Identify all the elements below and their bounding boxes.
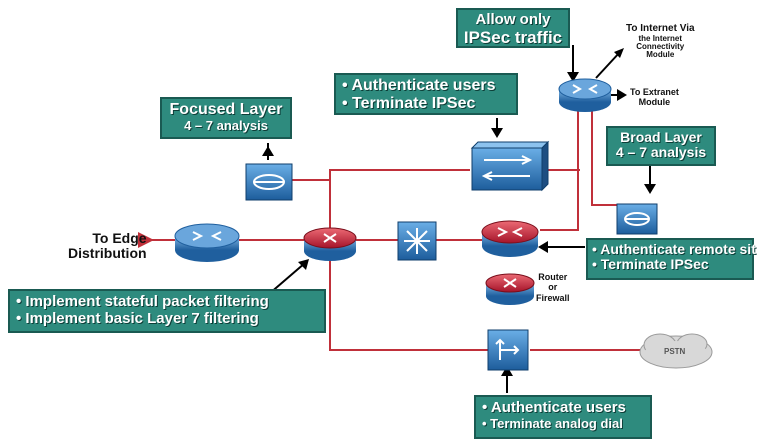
callout-dial-line1: • Authenticate users <box>482 399 626 416</box>
label-router-line3: Firewall <box>536 292 570 303</box>
label-router-or-firewall: Router or Firewall <box>536 272 570 303</box>
callout-packet-filtering: • Implement stateful packet filtering • … <box>8 289 326 333</box>
label-edge-line1: To Edge <box>92 230 147 246</box>
label-router-line1: Router <box>538 272 568 282</box>
callout-auth-vpn-line1: • Authenticate users <box>342 77 496 94</box>
edge-router-icon <box>174 223 240 262</box>
vpn-concentrator-icon <box>470 140 550 192</box>
callout-focused-layer: Focused Layer 4 – 7 analysis <box>160 97 292 139</box>
callout-remote-line2: • Terminate IPSec <box>592 256 709 273</box>
router-or-firewall-icon <box>485 273 535 305</box>
callout-focused-layer-line1: Focused Layer <box>169 101 283 118</box>
callout-arrows <box>261 45 656 393</box>
callout-filtering-line1: • Implement stateful packet filtering <box>16 293 269 310</box>
callout-allow-ipsec-line1: Allow only <box>475 11 551 28</box>
label-extranet-line1: To Extranet <box>630 87 679 97</box>
callout-broad-layer-line1: Broad Layer <box>620 129 702 145</box>
label-to-internet: To Internet Via the Internet Connectivit… <box>626 23 695 60</box>
layer3-switch-icon <box>397 221 437 261</box>
callout-allow-ipsec: Allow only IPSec traffic <box>456 8 570 48</box>
firewall-router-icon <box>303 227 357 261</box>
callout-analog-dial: • Authenticate users • Terminate analog … <box>474 395 652 439</box>
label-to-edge-distribution: To Edge Distribution <box>68 231 147 260</box>
callout-authenticate-remote-sites: • Authenticate remote sites • Terminate … <box>586 238 757 280</box>
label-internet-line2: the Internet <box>638 33 683 43</box>
label-edge-line2: Distribution <box>68 244 147 261</box>
label-to-extranet: To Extranet Module <box>630 87 679 108</box>
remote-router-icon <box>481 220 539 257</box>
label-extranet-line2: Module <box>638 96 671 107</box>
label-internet-line3: Connectivity <box>636 41 685 51</box>
callout-allow-ipsec-line2: IPSec traffic <box>463 27 563 47</box>
label-pstn: PSTN <box>664 347 686 356</box>
callout-filtering-line2: • Implement basic Layer 7 filtering <box>16 309 259 327</box>
callout-authenticate-terminate-ipsec: • Authenticate users • Terminate IPSec <box>334 73 518 115</box>
label-router-line2: or <box>548 282 558 293</box>
pstn-cloud-icon <box>639 333 713 369</box>
ids-sensor-focused-icon <box>245 163 293 201</box>
label-internet-line4: Module <box>646 50 675 60</box>
callout-broad-layer-line2: 4 – 7 analysis <box>615 144 707 161</box>
callout-dial-line2: • Terminate analog dial <box>482 415 623 431</box>
label-internet-line1: To Internet Via <box>626 23 695 34</box>
arrow-internet <box>595 51 621 79</box>
callout-broad-layer: Broad Layer 4 – 7 analysis <box>606 126 716 166</box>
callout-remote-line1: • Authenticate remote sites <box>592 241 757 257</box>
ids-sensor-broad-icon <box>616 203 658 235</box>
internet-router-icon <box>558 78 612 112</box>
link-firewall-vpn <box>329 169 470 228</box>
callout-focused-layer-line2: 4 – 7 analysis <box>184 117 268 133</box>
link-firewall-access-server <box>329 255 490 351</box>
callout-auth-vpn-line2: • Terminate IPSec <box>342 94 476 112</box>
link-internet-router-down <box>540 110 579 231</box>
access-server-icon <box>487 329 529 371</box>
